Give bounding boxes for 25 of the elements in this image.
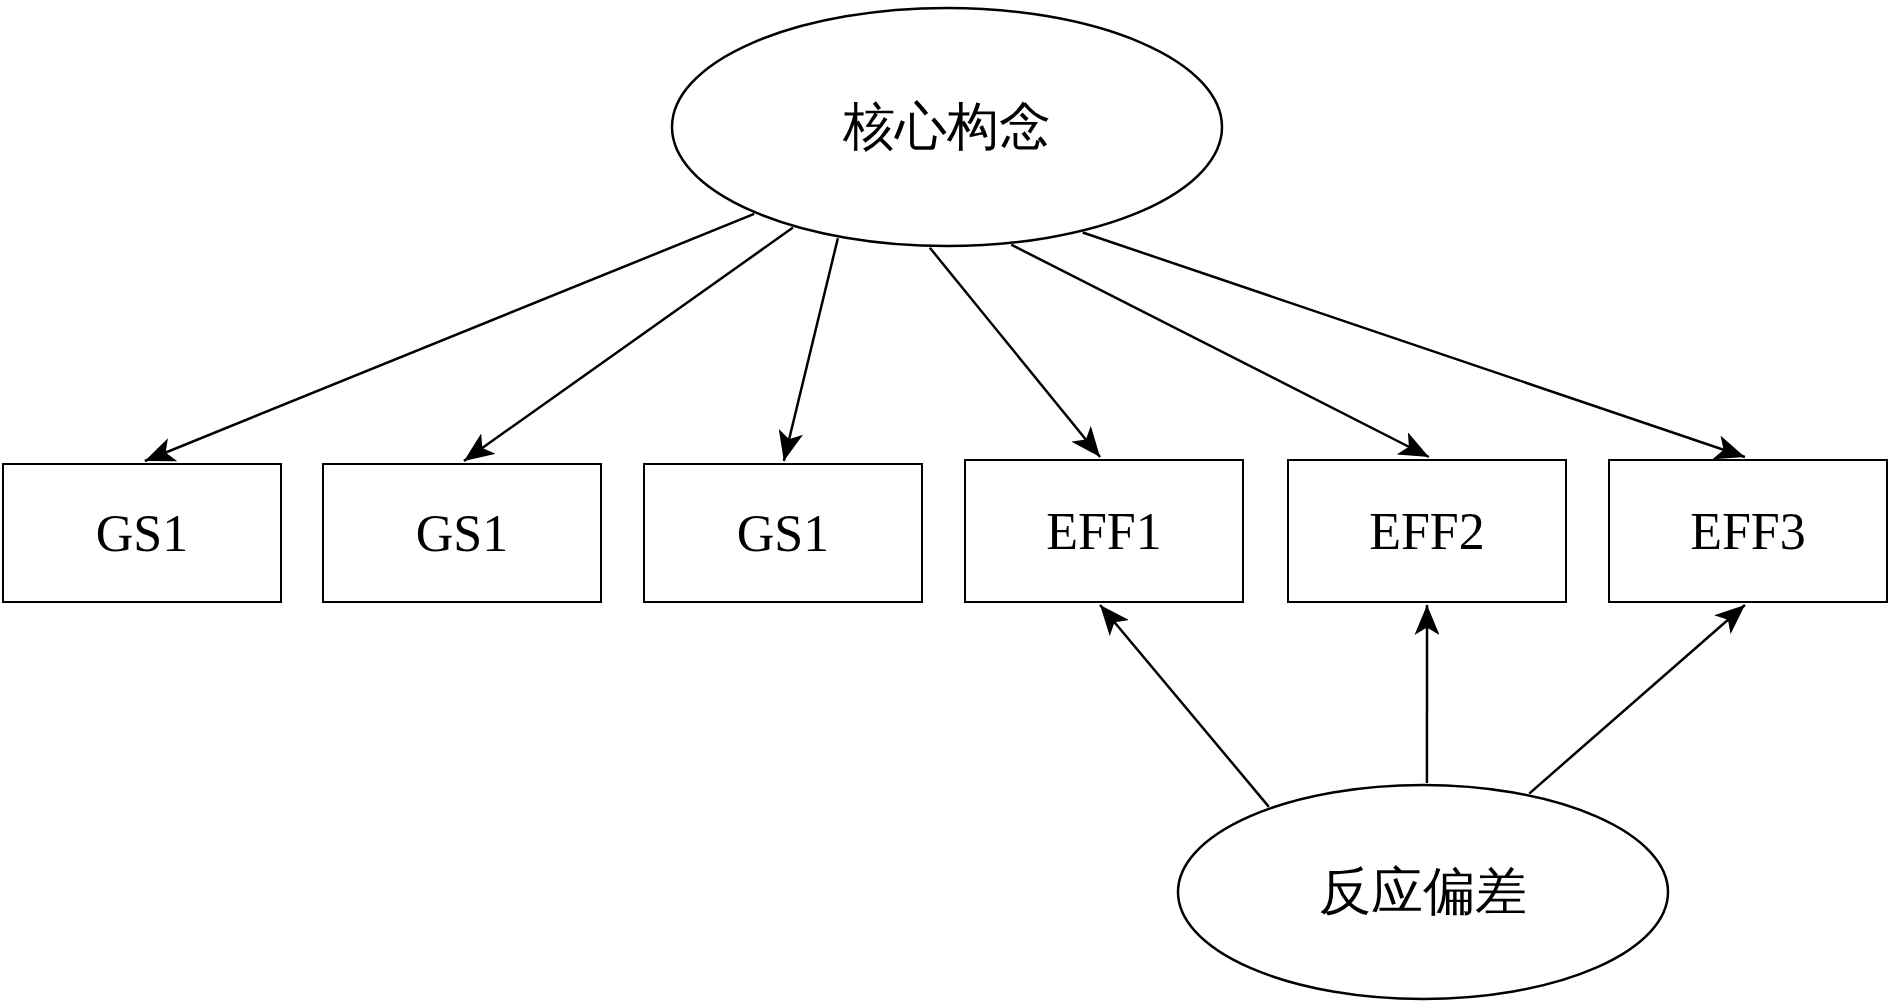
node-label: 核心构念	[843, 97, 1051, 157]
node-label: 反应偏差	[1319, 862, 1527, 922]
latent-ellipse	[1176, 783, 1670, 1001]
arrow	[928, 247, 1102, 458]
indicator-box	[1608, 459, 1888, 603]
latent-ellipse	[670, 6, 1224, 248]
arrow	[463, 226, 794, 462]
arrow	[1099, 604, 1270, 808]
arrow	[1010, 243, 1430, 459]
arrow	[1528, 604, 1746, 795]
node-label: GS1	[736, 503, 830, 563]
node-label: EFF1	[1046, 501, 1162, 561]
node-label: EFF3	[1690, 501, 1806, 561]
indicator-box	[1287, 459, 1567, 603]
node-label: EFF2	[1369, 501, 1485, 561]
arrow	[144, 212, 755, 463]
arrow	[778, 237, 840, 462]
indicator-box	[2, 463, 282, 603]
indicator-box	[322, 463, 602, 603]
arrow	[1082, 231, 1746, 460]
arrow	[1414, 605, 1440, 783]
node-label: GS1	[95, 503, 189, 563]
indicator-box	[964, 459, 1244, 603]
indicator-box	[643, 463, 923, 603]
node-label: GS1	[415, 503, 509, 563]
